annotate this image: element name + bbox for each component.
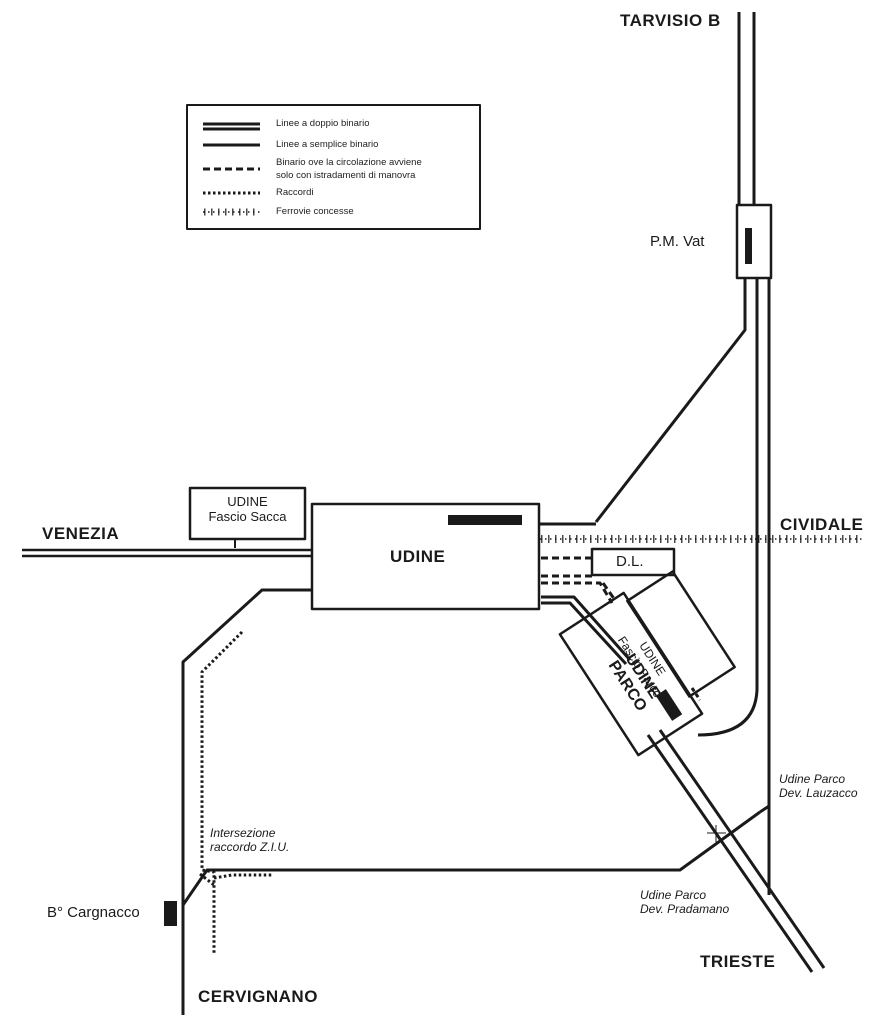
fascio-sacca-line-1: UDINE	[227, 494, 268, 509]
cross-connection	[181, 804, 770, 906]
fascio-sacca-box	[188, 486, 307, 541]
dl-box	[590, 547, 676, 577]
legend-box	[186, 104, 481, 230]
ziu-line-1: Intersezione	[210, 826, 276, 840]
ziu-line-2: raccordo Z.I.U.	[210, 840, 290, 854]
cargnacco-label: B° Cargnacco	[47, 904, 140, 921]
ziu-sidings	[199, 630, 273, 955]
legend-concession-label: Ferrovie concesse	[276, 206, 354, 217]
destination-cividale: CIVIDALE	[780, 515, 864, 534]
lauzacco-annotation: Udine Parco Dev. Lauzacco	[779, 772, 858, 800]
pm-vat-platform	[745, 228, 752, 264]
dl-label: D.L.	[616, 553, 644, 570]
destination-cervignano: CERVIGNANO	[198, 987, 318, 1006]
legend-single-track-label: Linee a semplice binario	[276, 139, 379, 150]
tarvisio-line	[594, 12, 771, 895]
cargnacco-platform	[164, 901, 177, 926]
legend-shunting-label-1: Binario ove la circolazione avviene	[276, 157, 422, 168]
legend-shunting-label-2: solo con istradamenti di manovra	[276, 170, 416, 181]
udine-platform	[448, 515, 522, 525]
ziu-annotation: Intersezione raccordo Z.I.U.	[210, 826, 289, 854]
fascio-sacca-label: UDINE Fascio Sacca	[190, 494, 305, 524]
pm-vat-label: P.M. Vat	[650, 233, 705, 250]
trieste-line	[541, 595, 826, 973]
pradamano-line-1: Udine Parco	[640, 888, 707, 902]
udine-station-box	[310, 502, 541, 611]
lauzacco-line-2: Dev. Lauzacco	[779, 786, 858, 800]
fascio-sacca-line-2: Fascio Sacca	[208, 509, 287, 524]
lauzacco-line-1: Udine Parco	[779, 772, 846, 786]
pradamano-annotation: Udine Parco Dev. Pradamano	[640, 888, 729, 916]
fascio-parco-shunt	[690, 687, 702, 701]
shunting-lines	[541, 556, 617, 604]
destination-venezia: VENEZIA	[42, 524, 120, 543]
legend-double-track-label: Linee a doppio binario	[276, 118, 370, 129]
udine-station-label: UDINE	[390, 547, 446, 566]
legend-sidings-label: Raccordi	[276, 187, 314, 198]
parco-platform	[655, 689, 683, 721]
pm-vat-box	[735, 203, 773, 280]
pradamano-line-2: Dev. Pradamano	[640, 902, 730, 916]
destination-trieste: TRIESTE	[700, 952, 776, 971]
destination-tarvisio: TARVISIO B	[620, 11, 721, 30]
udine-parco-box	[558, 591, 704, 757]
fascio-parco-box	[626, 570, 736, 698]
cervignano-line	[181, 588, 312, 1015]
venezia-line	[22, 548, 312, 558]
